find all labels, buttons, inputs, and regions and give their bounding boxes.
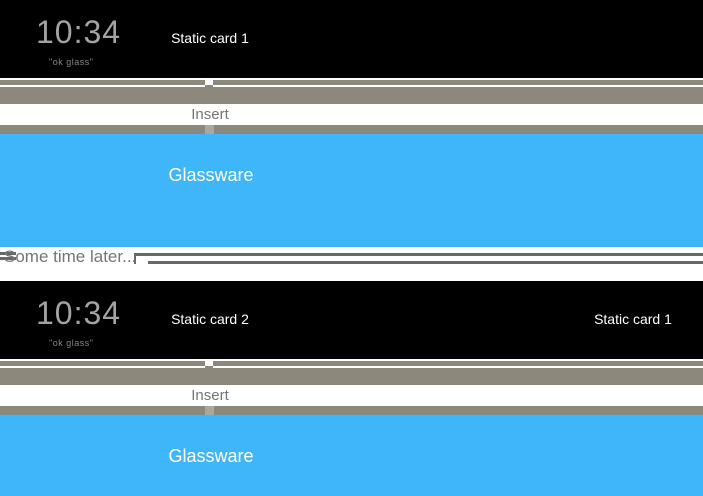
glassware-card: Glassware xyxy=(0,415,703,496)
insert-marker xyxy=(205,85,213,87)
insert-marker xyxy=(205,366,213,368)
timeline-bar-top xyxy=(0,361,703,366)
static-card-label: Static card 2 xyxy=(171,311,249,327)
timeline-bar-bottom xyxy=(0,406,703,415)
timeline-bar-middle xyxy=(0,87,703,104)
glassware-label: Glassware xyxy=(168,446,254,466)
clock-time: 10:34 xyxy=(36,295,122,331)
timeline-bar-bottom xyxy=(0,125,703,134)
ok-glass-hint: "ok glass" xyxy=(49,57,94,67)
divider-line-left-1 xyxy=(0,252,16,255)
clock-time: 10:34 xyxy=(36,14,122,50)
divider-tick xyxy=(134,253,136,264)
insert-gap xyxy=(205,361,213,366)
insert-tab xyxy=(205,406,214,415)
timeline-state-1: 10:34 "ok glass" Static card 1 Insert Gl… xyxy=(0,0,703,247)
static-card-label: Static card 1 xyxy=(171,30,249,46)
insert-tab xyxy=(205,125,214,134)
timeline-state-2: 10:34 "ok glass" Static card 2 Static ca… xyxy=(0,281,703,496)
divider-line-left-2 xyxy=(0,257,16,260)
divider-line-right-2 xyxy=(148,261,703,264)
timeline-bar-middle xyxy=(0,368,703,385)
glassware-card: Glassware xyxy=(0,134,703,247)
insert-gap xyxy=(205,80,213,85)
insert-row: Insert xyxy=(0,104,703,125)
divider-line-right-1 xyxy=(134,253,703,256)
insert-label: Insert xyxy=(191,387,229,404)
insert-label: Insert xyxy=(191,106,229,123)
ok-glass-hint: "ok glass" xyxy=(49,338,94,348)
timeline-row: 10:34 "ok glass" Static card 2 Static ca… xyxy=(0,281,703,359)
static-card-label: Static card 1 xyxy=(594,311,672,327)
timeline-bar-top xyxy=(0,80,703,85)
time-divider-label: Some time later... xyxy=(4,247,137,266)
glassware-label: Glassware xyxy=(168,165,254,185)
timeline-row: 10:34 "ok glass" Static card 1 xyxy=(0,0,703,78)
insert-row: Insert xyxy=(0,385,703,406)
